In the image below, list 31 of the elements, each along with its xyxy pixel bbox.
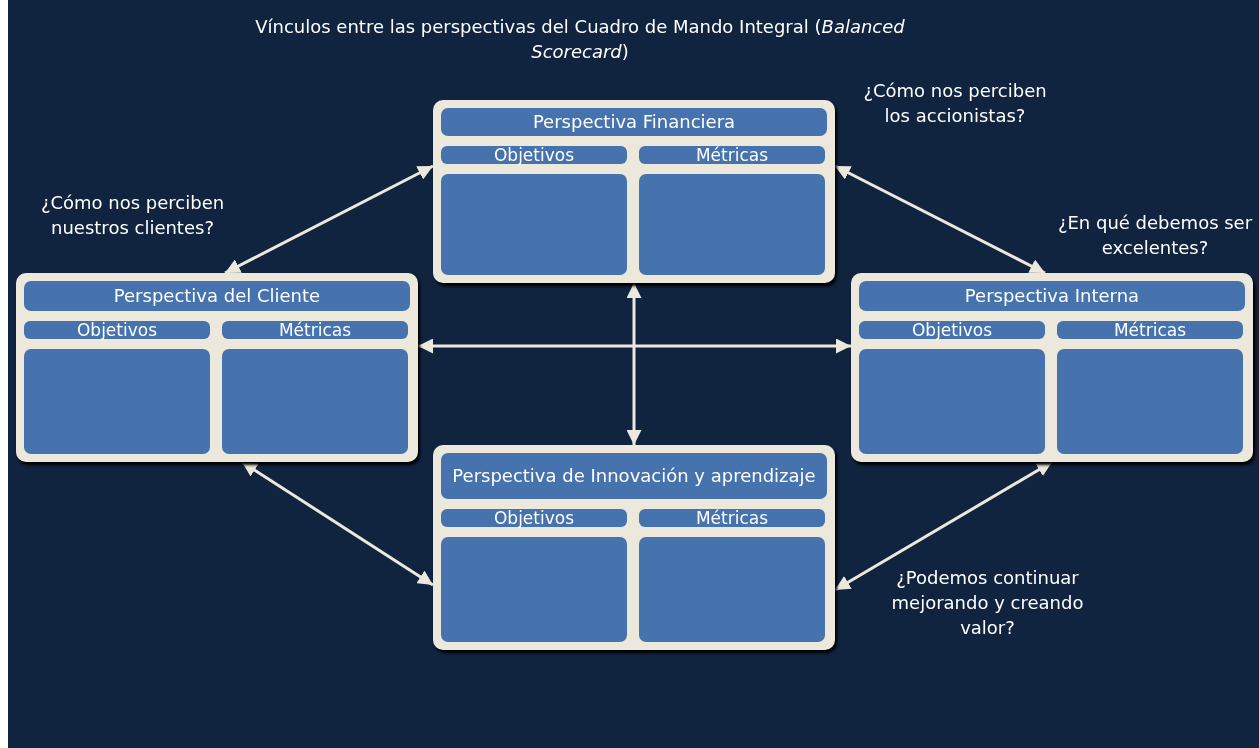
- question-text: ¿Podemos continuar mejorando y creando valor?: [890, 566, 1085, 640]
- content-box: [222, 349, 408, 454]
- column-label: Objetivos: [24, 321, 210, 339]
- content-box: [639, 174, 825, 275]
- perspective-heading: Perspectiva del Cliente: [24, 281, 410, 311]
- column-label: Objetivos: [441, 509, 627, 527]
- double-arrow: [834, 460, 1053, 592]
- content-box: [639, 537, 825, 642]
- content-box: [1057, 349, 1243, 454]
- column-label: Objetivos: [441, 146, 627, 164]
- question-text: ¿Cómo nos perciben los accionistas?: [862, 79, 1048, 128]
- perspective-heading: Perspectiva de Innovación y aprendizaje: [441, 453, 827, 499]
- content-box: [859, 349, 1045, 454]
- question-text: ¿Cómo nos perciben nuestros clientes?: [39, 191, 226, 240]
- content-box: [441, 537, 627, 642]
- double-arrow: [224, 164, 434, 275]
- column-label: Métricas: [639, 509, 825, 527]
- content-box: [24, 349, 210, 454]
- column-label: Métricas: [639, 146, 825, 164]
- perspective-heading: Perspectiva Interna: [859, 281, 1245, 311]
- column-label: Métricas: [1057, 321, 1243, 339]
- double-arrow: [834, 164, 1046, 275]
- content-box: [441, 174, 627, 275]
- double-arrow: [418, 338, 851, 354]
- double-arrow: [241, 460, 434, 587]
- question-text: ¿En qué debemos ser excelentes?: [1057, 211, 1253, 260]
- perspective-heading: Perspectiva Financiera: [441, 108, 827, 136]
- column-label: Objetivos: [859, 321, 1045, 339]
- double-arrow: [626, 283, 642, 445]
- diagram-title: Vínculos entre las perspectivas del Cuadro de Mando Integral (Balanced Scorecard): [254, 15, 906, 64]
- column-label: Métricas: [222, 321, 408, 339]
